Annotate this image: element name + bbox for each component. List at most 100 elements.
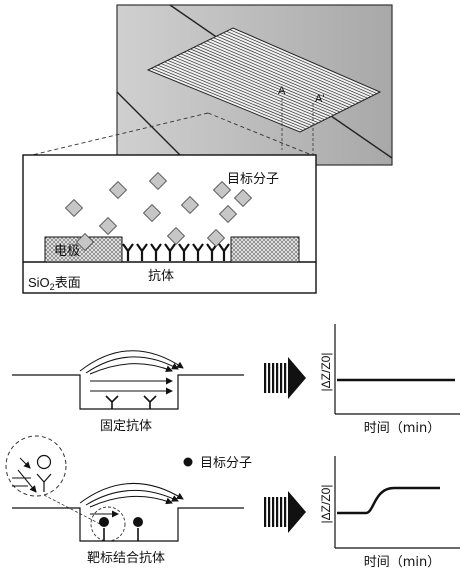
field-line (85, 489, 179, 506)
arrow-head (288, 491, 306, 533)
x-axis-label: 时间（min） (364, 555, 441, 570)
antibody (143, 395, 157, 409)
substrate-label-suffix: 表面 (55, 276, 81, 291)
magnify-connector (43, 494, 101, 525)
point-a-label: A (278, 85, 286, 97)
substrate-label: SiO2表面 (28, 275, 81, 292)
arrow-stripe (276, 497, 279, 527)
antibody-label: 抗体 (148, 269, 174, 284)
arrow-stripe (272, 497, 275, 527)
arrow-stripe (268, 497, 271, 527)
impedance-curve-rising (337, 486, 440, 515)
antibody (218, 243, 230, 261)
electrode-finger (160, 63, 313, 127)
arrow-stripe (284, 363, 287, 393)
arrow-stripe (280, 497, 283, 527)
antibody-layer (122, 243, 230, 261)
antibody (192, 243, 204, 261)
antibody (164, 243, 176, 261)
target-molecule (75, 232, 95, 252)
electrode-finger (206, 40, 356, 105)
electrode-finger (219, 34, 368, 99)
field-line (89, 363, 173, 375)
x-axis-label: 时间（min） (364, 421, 441, 436)
point-a-prime-label: A' (315, 93, 324, 105)
panel-target-bound-antibody: 目标分子 靶标结合抗体 |ΔZ/Z0| 时间（min） (5, 435, 460, 570)
magnified-field-lines (12, 477, 31, 487)
arrow-head (288, 357, 306, 399)
antibody (150, 243, 162, 261)
target-molecule-legend-label: 目标分子 (200, 456, 252, 471)
antibody (136, 243, 148, 261)
field-line (89, 495, 173, 508)
target-bound-caption: 靶标结合抗体 (87, 551, 165, 566)
arrow-stripe (276, 363, 279, 393)
electrode-finger (187, 50, 338, 114)
magnified-circle (5, 435, 67, 497)
electrode-finger (183, 51, 334, 116)
impedance-plot-flat: |ΔZ/Z0| 时间（min） (319, 324, 460, 436)
arrow-stripe (264, 497, 267, 527)
electrode-finger (223, 32, 371, 97)
channel-edge-lower (116, 91, 191, 166)
result-arrow (264, 491, 306, 533)
target-molecule (98, 216, 118, 236)
target-molecule (233, 188, 253, 208)
zoom-line-right (207, 112, 315, 157)
field-lines (79, 350, 184, 395)
arrow-stripe (264, 363, 267, 393)
field-line (79, 350, 184, 372)
channel-outline (12, 507, 244, 542)
impedance-plot-rising: |ΔZ/Z0| 时间（min） (319, 456, 460, 570)
electrode-finger (200, 43, 350, 108)
cross-section-frame (22, 154, 317, 294)
electrode-finger (226, 30, 374, 96)
electrode-finger (196, 45, 347, 110)
target-molecule (180, 195, 200, 215)
electrode-finger (164, 61, 316, 125)
electrode-finger (193, 47, 344, 111)
target-molecule (64, 198, 84, 218)
electrode-right (230, 236, 300, 263)
arrow-stripe (284, 497, 287, 527)
field-line (79, 482, 184, 504)
electrode-finger (203, 42, 353, 107)
electrode-finger (157, 64, 310, 128)
electrode-finger (174, 56, 325, 121)
device-overview-inset: A A' (116, 4, 393, 166)
target-molecule (108, 180, 128, 200)
electrode-finger (190, 48, 341, 113)
target-molecule (142, 203, 162, 223)
panel-fixed-antibody: 固定抗体 |ΔZ/Z0| 时间（min） (12, 324, 460, 436)
target-molecule (166, 226, 186, 246)
arrow-stripe (272, 363, 275, 393)
electrode-finger (213, 37, 362, 102)
bound-antibody-pair (99, 517, 143, 541)
electrode-finger (216, 35, 365, 101)
electrode-finger (229, 29, 378, 94)
electrode-label: 电极 (54, 244, 80, 259)
electrode-finger (151, 68, 304, 131)
target-molecule (218, 204, 238, 224)
antibody (122, 243, 134, 261)
magnified-antibody (36, 473, 52, 492)
electrode-finger (209, 38, 359, 104)
target-molecule-group (64, 171, 253, 252)
bound-target-molecule (99, 517, 109, 527)
arrow-stripe (268, 363, 271, 393)
channel-outline (12, 374, 244, 410)
y-axis-label: |ΔZ/Z0| (319, 485, 333, 524)
target-molecule (148, 171, 168, 191)
bound-target-molecule (133, 517, 143, 527)
electrode-finger (170, 58, 322, 122)
substrate-label-sub: 2 (50, 282, 55, 292)
antibody (178, 243, 190, 261)
arrow-stripe (280, 363, 283, 393)
result-arrow (264, 357, 306, 399)
cross-section-view: 电极 目标分子 抗体 SiO2表面 (22, 154, 317, 294)
antibody-pair (105, 395, 157, 409)
field-lines (79, 482, 184, 518)
target-molecule-legend-icon (183, 457, 193, 467)
magnified-target-molecule (36, 454, 52, 470)
electrode-finger (154, 66, 307, 130)
